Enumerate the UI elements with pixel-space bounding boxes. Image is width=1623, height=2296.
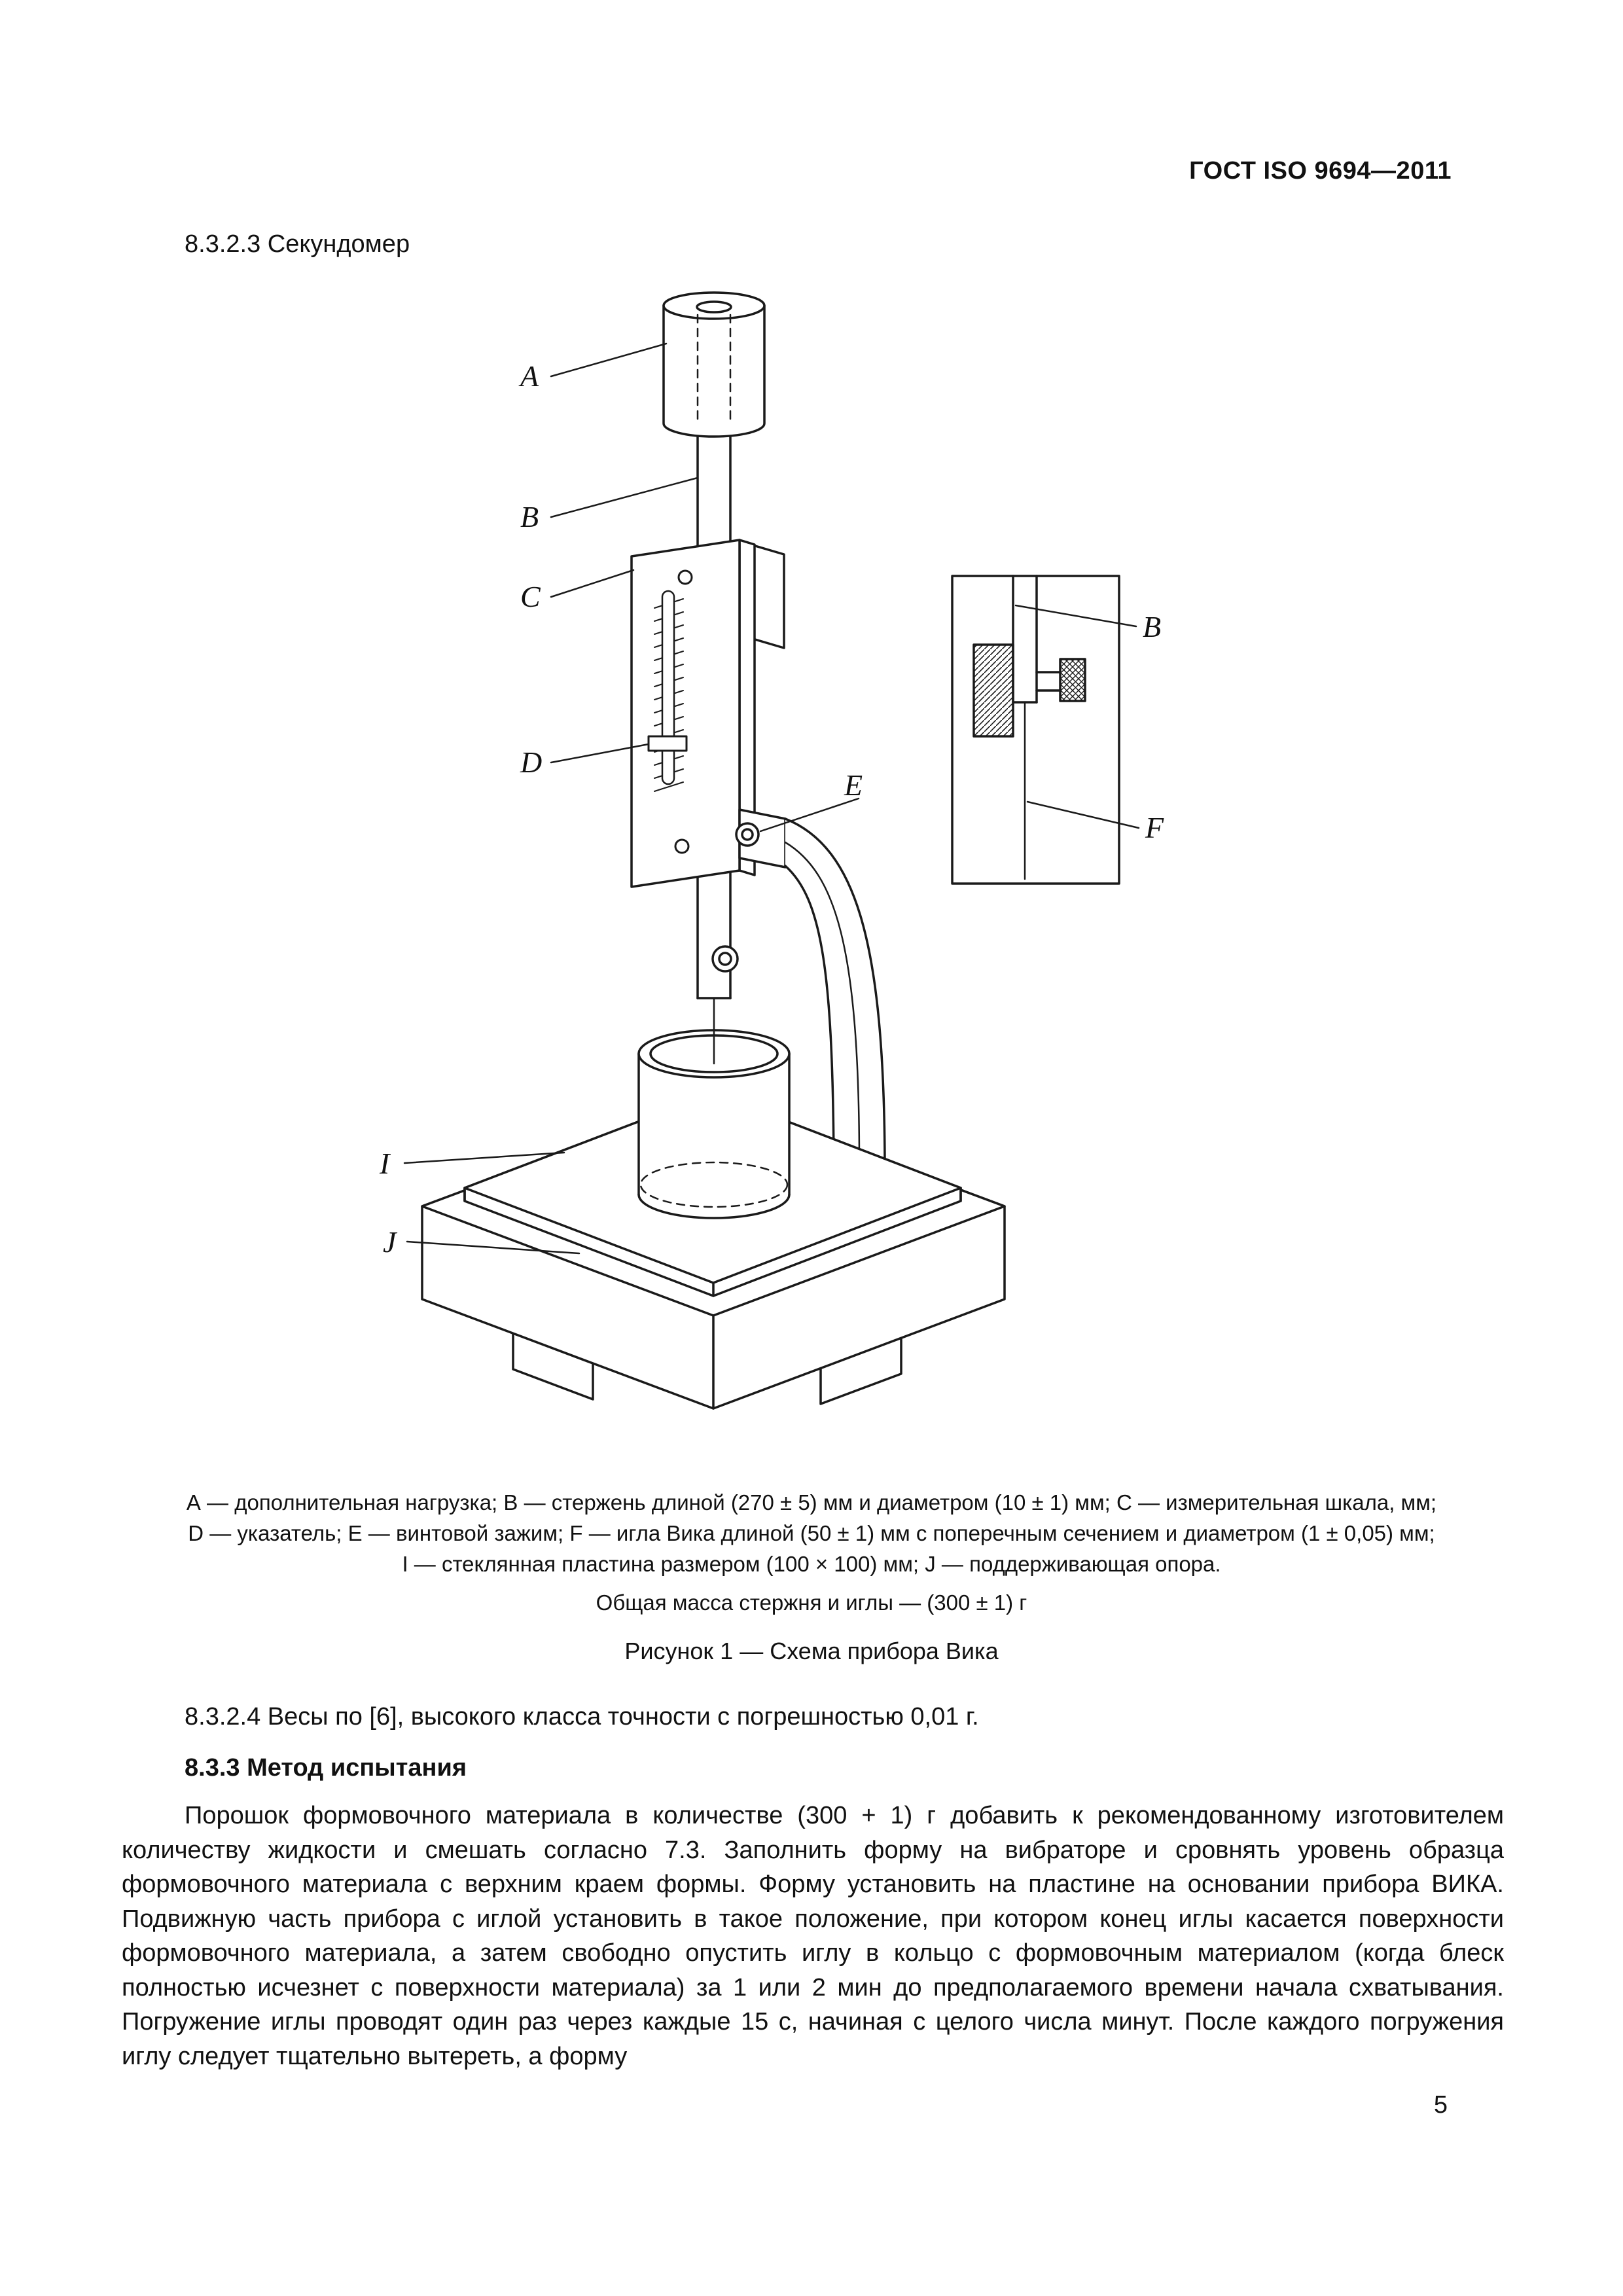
clause-8324: 8.3.2.4 Весы по [6], высокого класса точ… (185, 1703, 979, 1731)
load-cylinder (662, 291, 766, 438)
pointer (647, 735, 688, 752)
page-number: 5 (1433, 2091, 1448, 2119)
label-clamp-E: E (844, 768, 863, 802)
clamp-block (972, 643, 1014, 738)
label-load-A: A (518, 359, 539, 393)
detail-view (951, 575, 1120, 885)
label-pointer-D: D (520, 745, 542, 779)
label-plate-I: I (379, 1147, 391, 1180)
figure-title: Рисунок 1 — Схема прибора Вика (624, 1638, 999, 1664)
label-needle-F: F (1145, 811, 1164, 844)
scale-plate (630, 539, 756, 888)
page-header: ГОСТ ISO 9694—2011 (1189, 157, 1452, 185)
label-scale-C: C (520, 580, 541, 613)
label-rod-B-detail: B (1143, 610, 1161, 643)
label-rod-B: B (520, 500, 539, 533)
screw-clamp-knob (735, 822, 760, 847)
caption-line-2: D — указатель; Е — винтовой зажим; F — и… (188, 1521, 1435, 1545)
figure-1-drawing: A B C D E B F I J (360, 278, 1211, 1466)
figure-caption: А — дополнительная нагрузка; В — стержен… (92, 1487, 1531, 1618)
leader-lines (403, 342, 1140, 1255)
lower-screw-knob (711, 945, 739, 973)
caption-mass-line: Общая масса стержня и иглы — (300 ± 1) г (596, 1590, 1027, 1615)
clause-8323: 8.3.2.3 Секундомер (185, 230, 410, 258)
figure-labels: A B C D E B F I J (379, 359, 1164, 1259)
vicat-apparatus-diagram: A B C D E B F I J (379, 291, 1164, 1410)
screw-knob (1059, 658, 1086, 702)
label-base-J: J (383, 1225, 398, 1259)
caption-line-3: I — стеклянная пластина размером (100 × … (402, 1552, 1221, 1576)
caption-line-1: А — дополнительная нагрузка; В — стержен… (186, 1490, 1437, 1515)
clause-833-heading: 8.3.3 Метод испытания (185, 1754, 467, 1782)
body-paragraph: Порошок формовочного материала в количес… (122, 1802, 1504, 2070)
stand-arm (784, 817, 886, 1160)
